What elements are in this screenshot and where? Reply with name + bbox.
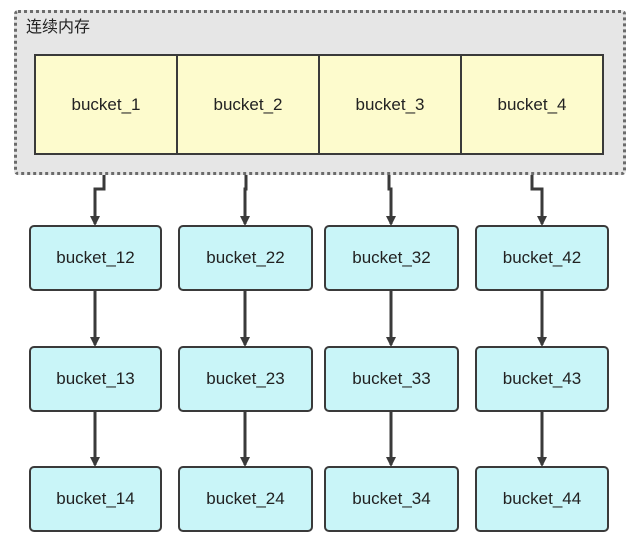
node-3-1: bucket_32: [324, 225, 459, 291]
array-cell-1: bucket_1: [36, 56, 178, 153]
node-4-1: bucket_42: [475, 225, 609, 291]
node-1-1: bucket_12: [29, 225, 162, 291]
node-3-3: bucket_34: [324, 466, 459, 532]
node-4-2: bucket_43: [475, 346, 609, 412]
region-label: 连续内存: [26, 19, 91, 36]
node-2-2: bucket_23: [178, 346, 313, 412]
node-3-2: bucket_33: [324, 346, 459, 412]
node-1-2: bucket_13: [29, 346, 162, 412]
array-cell-3: bucket_3: [320, 56, 462, 153]
node-1-3: bucket_14: [29, 466, 162, 532]
node-2-1: bucket_22: [178, 225, 313, 291]
node-4-3: bucket_44: [475, 466, 609, 532]
array-cell-4: bucket_4: [497, 94, 567, 114]
node-2-3: bucket_24: [178, 466, 313, 532]
bucket-array: bucket_1 bucket_2 bucket_3 bucket_4: [34, 54, 604, 155]
array-cell-2: bucket_2: [178, 56, 320, 153]
